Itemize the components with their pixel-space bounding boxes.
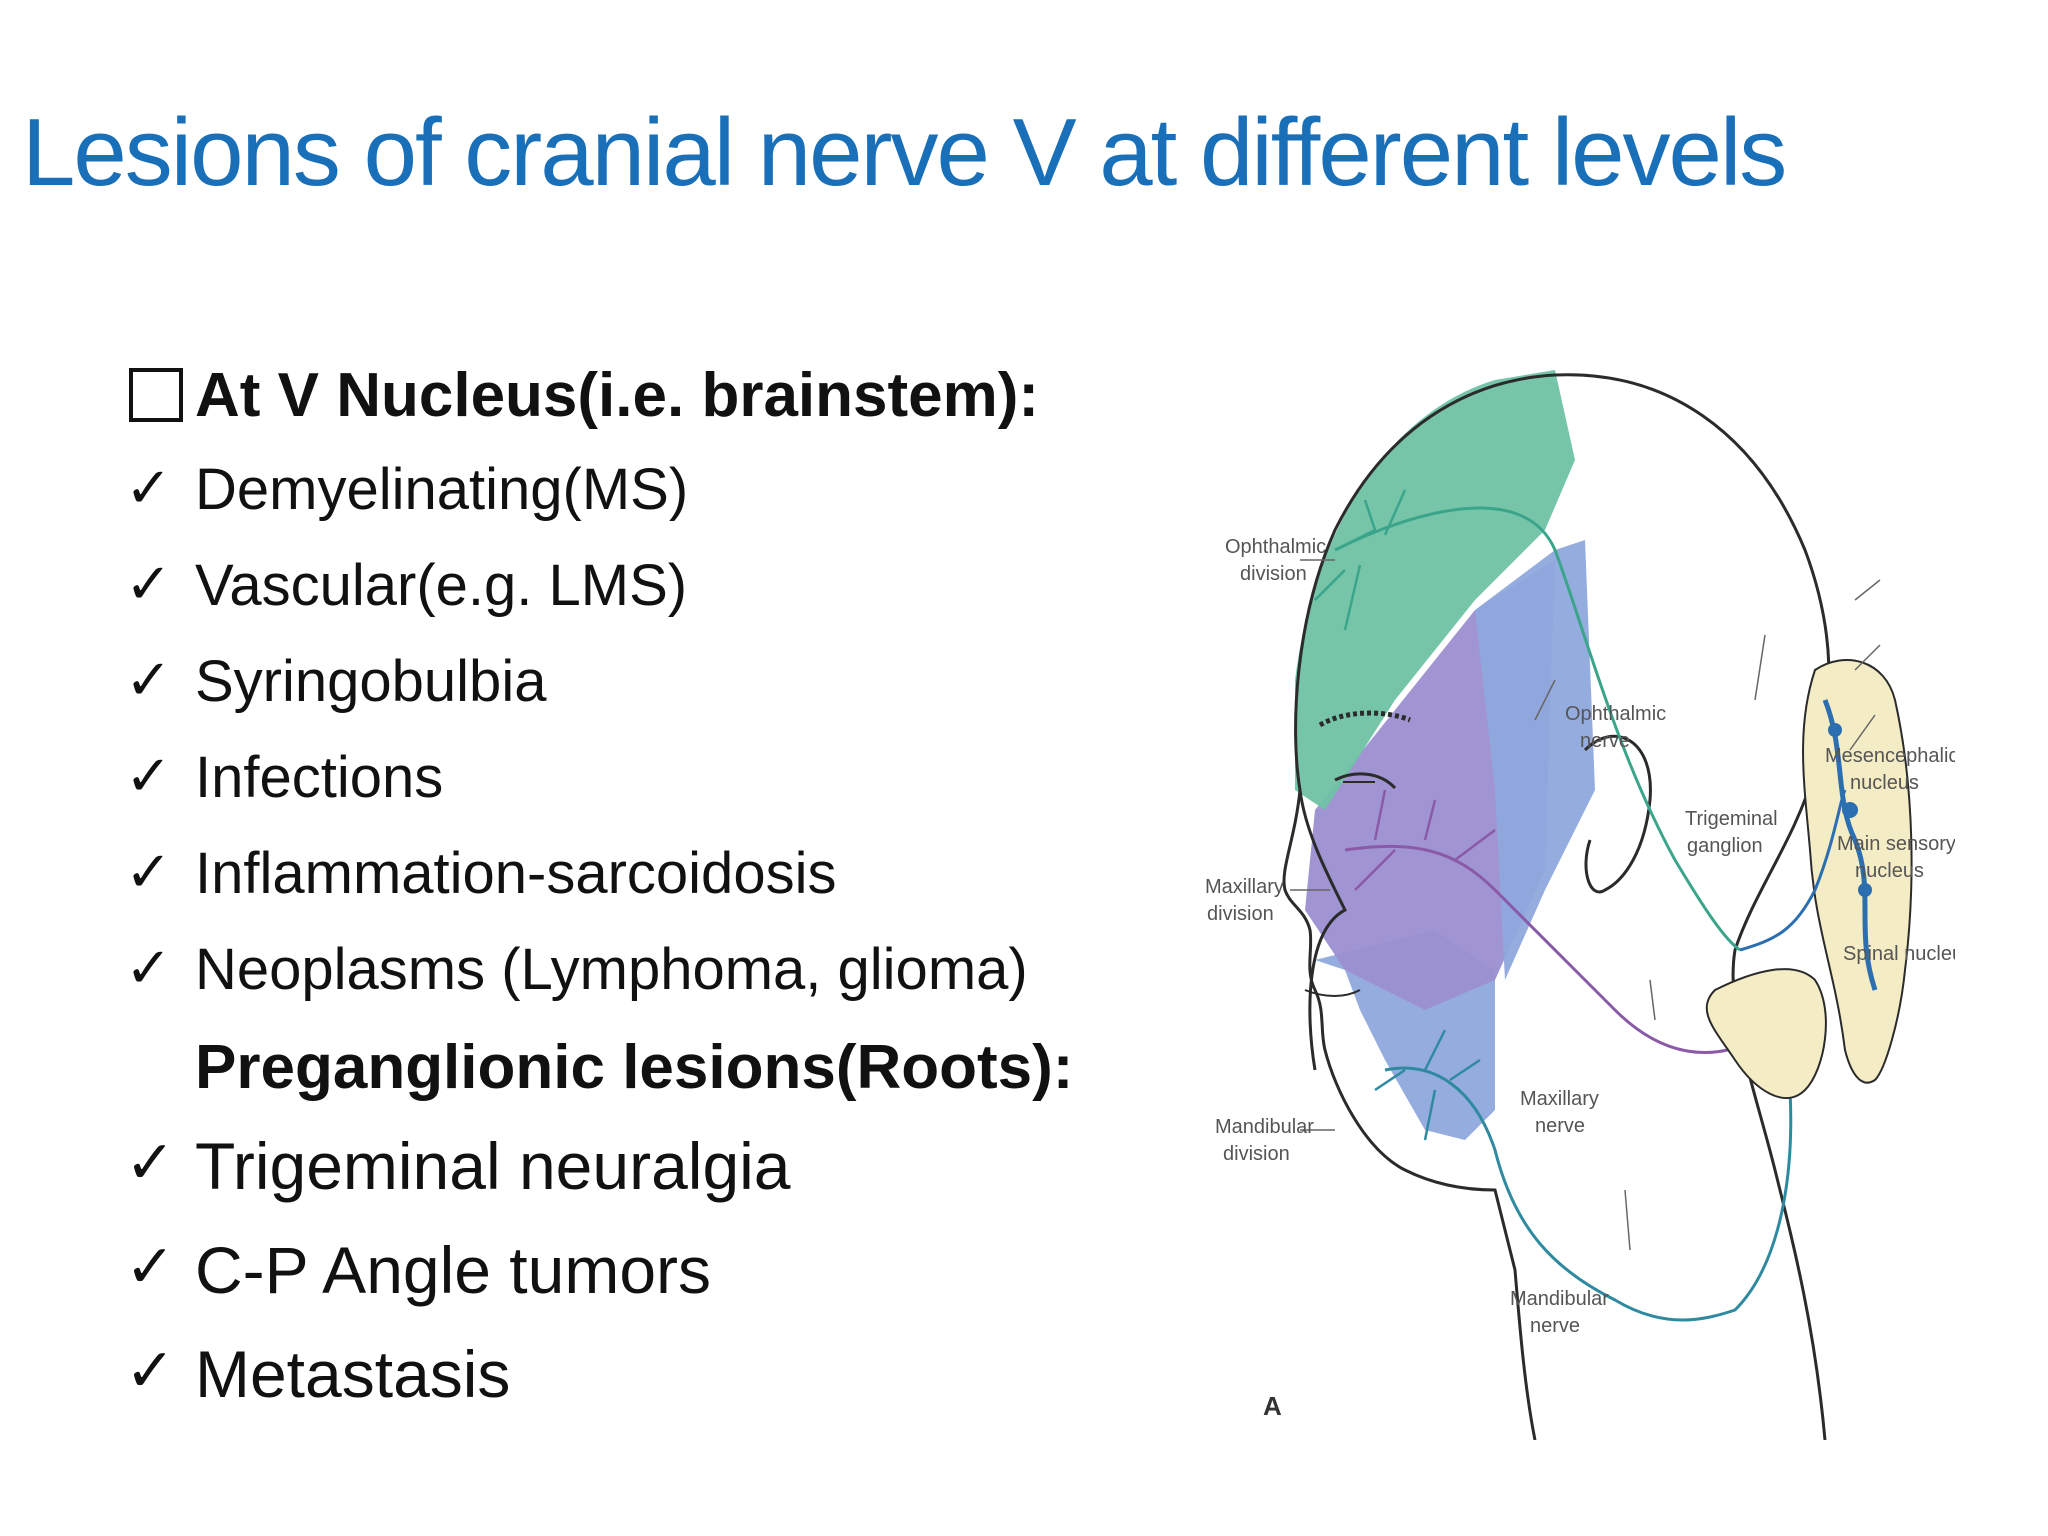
list-item: ✓ Vascular(e.g. LMS) bbox=[125, 542, 1125, 638]
list-item-text: Metastasis bbox=[195, 1337, 511, 1411]
list-item: ✓ Infections bbox=[125, 734, 1125, 830]
mandibular-nerve-label: Mandibular bbox=[1510, 1288, 1609, 1310]
ophthalmic-nerve-label-2: nerve bbox=[1580, 730, 1630, 752]
nuclei bbox=[1822, 699, 1878, 991]
mouth bbox=[1304, 989, 1361, 997]
trigeminal-ganglion bbox=[1705, 968, 1827, 1100]
ophthalmic-region bbox=[1295, 370, 1575, 810]
list-item-text: Syringobulbia bbox=[195, 649, 547, 714]
list-item-text: Vascular(e.g. LMS) bbox=[195, 553, 688, 618]
main-sensory-nucleus-dot bbox=[1842, 802, 1858, 818]
maxillary-division-label-2: division bbox=[1207, 903, 1274, 925]
list-item: ✓ Syringobulbia bbox=[125, 638, 1125, 734]
face-profile bbox=[1282, 789, 1537, 1441]
check-icon: ✓ bbox=[125, 552, 172, 617]
list-item: ✓ Inflammation-sarcoidosis bbox=[125, 830, 1125, 926]
ophthalmic-nerve-label: Ophthalmic bbox=[1565, 703, 1666, 725]
spinal-nucleus-label: Spinal nucleus bbox=[1843, 943, 1955, 965]
mandibular-nerve-label-2: nerve bbox=[1530, 1315, 1580, 1337]
ear bbox=[1583, 734, 1652, 894]
mesencephalic-nucleus-label-2: nucleus bbox=[1850, 772, 1919, 794]
trigeminal-ganglion-label-2: ganglion bbox=[1687, 835, 1763, 857]
check-icon: ✓ bbox=[125, 648, 172, 713]
list-item-text: Inflammation-sarcoidosis bbox=[195, 841, 837, 906]
ophthalmic-nerve bbox=[1334, 506, 1741, 952]
list-item: ✓ Metastasis bbox=[125, 1326, 1125, 1430]
eye bbox=[1334, 772, 1397, 790]
section-heading-roots: Preganglionic lesions(Roots): bbox=[125, 1022, 1125, 1118]
main-sensory-nucleus-label-2: nucleus bbox=[1855, 860, 1924, 882]
list-item: ✓ Demyelinating(MS) bbox=[125, 446, 1125, 542]
maxillary-nerve-label-2: nerve bbox=[1535, 1115, 1585, 1137]
eyebrow bbox=[1318, 710, 1411, 728]
check-icon: ✓ bbox=[125, 1232, 176, 1302]
list-item-text: Neoplasms (Lymphoma, glioma) bbox=[195, 937, 1028, 1002]
mandibular-division-label-2: division bbox=[1223, 1143, 1290, 1165]
trigeminal-nerve-diagram: Ophthalmic division Maxillary division M… bbox=[1195, 370, 1973, 1441]
list-item: ✓ C-P Angle tumors bbox=[125, 1222, 1125, 1326]
list-item-text: Demyelinating(MS) bbox=[195, 457, 689, 522]
maxillary-nerve-label: Maxillary bbox=[1520, 1088, 1599, 1110]
mandibular-division-label: Mandibular bbox=[1215, 1116, 1314, 1138]
check-icon: ✓ bbox=[125, 456, 172, 521]
brainstem bbox=[1802, 659, 1913, 1084]
check-icon: ✓ bbox=[125, 744, 172, 809]
list-item: ✓ Neoplasms (Lymphoma, glioma) bbox=[125, 926, 1125, 1022]
maxillary-division-label: Maxillary bbox=[1205, 876, 1284, 898]
lesion-list: At V Nucleus(i.e. brainstem): ✓ Demyelin… bbox=[125, 350, 1125, 1430]
list-item-text: Infections bbox=[195, 745, 444, 810]
check-icon: ✓ bbox=[125, 936, 172, 1001]
head-illustration: Ophthalmic division Maxillary division M… bbox=[1205, 370, 1973, 1441]
heading-text: Preganglionic lesions(Roots): bbox=[195, 1033, 1074, 1102]
mandibular-region-back bbox=[1475, 540, 1595, 980]
mandibular-nerve bbox=[1384, 1066, 1793, 1322]
check-icon: ✓ bbox=[125, 1128, 176, 1198]
square-bullet-icon bbox=[129, 368, 183, 422]
mesencephalic-nucleus-dot bbox=[1828, 723, 1842, 737]
trigeminal-ganglion-label: Trigeminal bbox=[1685, 808, 1778, 830]
ophthalmic-division-label-2: division bbox=[1240, 563, 1307, 585]
spinal-nucleus-dot bbox=[1858, 883, 1872, 897]
list-item: ✓ Trigeminal neuralgia bbox=[125, 1118, 1125, 1222]
heading-text: At V Nucleus(i.e. brainstem): bbox=[195, 361, 1040, 430]
mesencephalic-nucleus-label: Mesencephalic bbox=[1825, 745, 1955, 767]
check-icon: ✓ bbox=[125, 1336, 176, 1406]
main-sensory-nucleus-label: Main sensory bbox=[1837, 833, 1955, 855]
panel-letter: A bbox=[1263, 1391, 1282, 1421]
slide-title: Lesions of cranial nerve V at different … bbox=[22, 99, 1787, 206]
maxillary-nerve bbox=[1344, 844, 1756, 1054]
list-item-text: Trigeminal neuralgia bbox=[195, 1129, 791, 1203]
section-heading-nucleus: At V Nucleus(i.e. brainstem): bbox=[125, 350, 1125, 446]
check-icon: ✓ bbox=[125, 840, 172, 905]
list-item-text: C-P Angle tumors bbox=[195, 1233, 712, 1307]
ophthalmic-division-label: Ophthalmic bbox=[1225, 536, 1326, 558]
